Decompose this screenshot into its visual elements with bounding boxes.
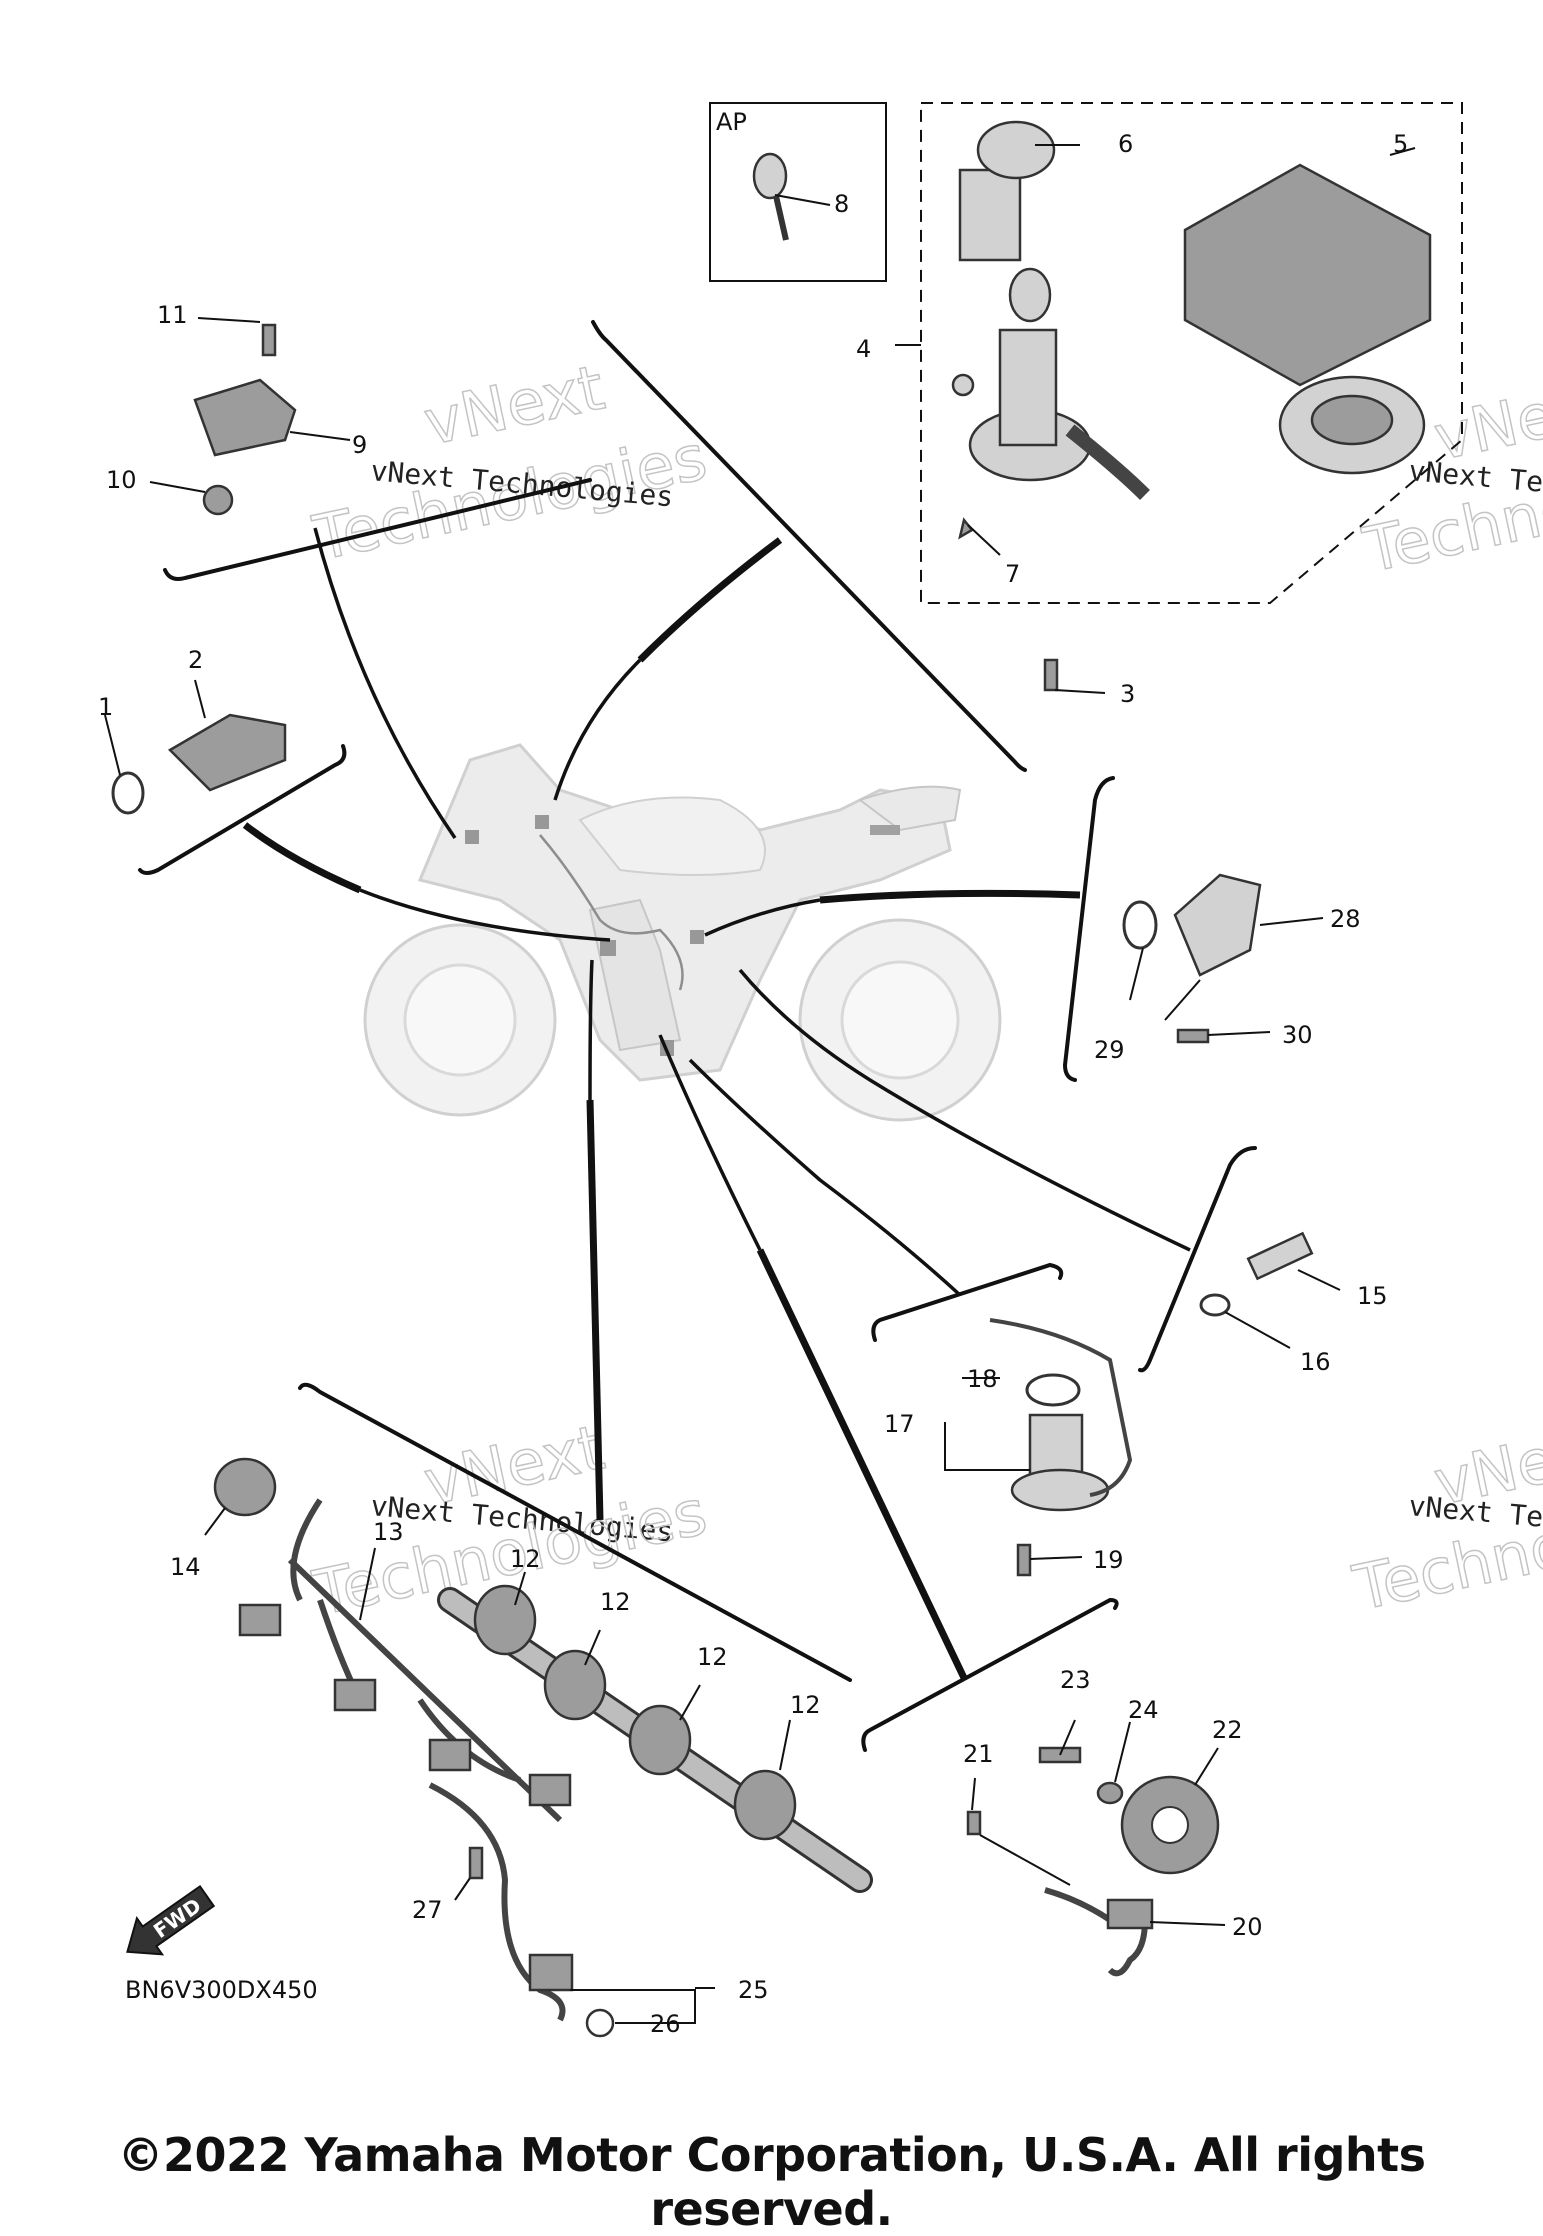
callout-line-crank-bold <box>756 1248 969 1682</box>
group-bracket-crank-sensor <box>861 1597 1119 1752</box>
key-blade-icon <box>773 195 789 241</box>
callout-28: 28 <box>1330 905 1361 933</box>
callout-line-ignition-bold <box>637 537 783 663</box>
callout-line-switch <box>359 888 611 942</box>
callout-6: 6 <box>1118 130 1133 158</box>
o-ring-icon <box>1199 1293 1231 1317</box>
watermark-brand: vNext <box>418 351 610 460</box>
group-bracket-speed-sensor <box>1138 1146 1257 1373</box>
group-bracket-ignition <box>591 320 1027 772</box>
callout-21: 21 <box>963 1740 994 1768</box>
callout-16: 16 <box>1300 1348 1331 1376</box>
callout-19: 19 <box>1093 1546 1124 1574</box>
crankshaft-sensor-icon <box>528 1953 574 1992</box>
callout-1: 1 <box>98 693 113 721</box>
ignition-coils-icon <box>437 1584 873 1893</box>
leader-lines <box>104 144 1416 2024</box>
ap-label: AP <box>716 108 747 136</box>
callout-22: 22 <box>1212 1716 1243 1744</box>
callout-12: 12 <box>510 1545 541 1573</box>
motorcycle-silhouette <box>363 743 1002 1122</box>
callout-20: 20 <box>1232 1913 1263 1941</box>
bolt-icon <box>261 323 277 357</box>
group-bracket-switch <box>138 744 347 875</box>
callout-8: 8 <box>834 190 849 218</box>
callout-12: 12 <box>697 1643 728 1671</box>
crank-sensor-lead-icon <box>428 1782 566 2022</box>
group-bracket-ignition-coils <box>298 1382 852 1682</box>
callout-17: 17 <box>884 1410 915 1438</box>
callout-line-o2-sensor <box>688 1058 962 1297</box>
o-ring-icon <box>1122 900 1158 950</box>
diagram-code: BN6V300DX450 <box>125 1976 318 2004</box>
callout-23: 23 <box>1060 1666 1091 1694</box>
ecu-icon <box>1183 163 1432 387</box>
speed-sensor-icon <box>1246 1231 1314 1281</box>
callout-3: 3 <box>1120 680 1135 708</box>
callout-9: 9 <box>352 431 367 459</box>
callout-4: 4 <box>856 335 871 363</box>
callout-7: 7 <box>1005 560 1020 588</box>
callout-line-coils-bold <box>586 1099 604 1521</box>
ignition-set-box <box>912 102 1463 604</box>
callout-25: 25 <box>738 1976 769 2004</box>
brake-switch-icon <box>167 713 287 792</box>
callout-27: 27 <box>412 1896 443 1924</box>
callout-26: 26 <box>650 2010 681 2038</box>
callout-15: 15 <box>1357 1282 1388 1310</box>
o-ring-icon <box>1025 1373 1081 1407</box>
callout-line-gear-sensor-bold <box>819 889 1081 904</box>
callout-lines <box>138 320 1257 1752</box>
callout-2: 2 <box>188 646 203 674</box>
fwd-arrow-icon: FWD <box>126 1884 216 1956</box>
callout-18: 18 <box>967 1365 998 1393</box>
callout-line-switch-bold <box>242 822 362 894</box>
watermark-sub: Techno <box>1347 1508 1543 1625</box>
grommet-icon <box>202 484 234 516</box>
callout-line-sensor <box>313 527 457 839</box>
callout-line-speed-sensor <box>738 968 1191 1252</box>
coupler-ring-icon <box>213 1457 277 1517</box>
parts <box>111 120 1432 2038</box>
copyright-notice: ©2022 Yamaha Motor Corporation, U.S.A. A… <box>117 2128 1426 2236</box>
callout-line-gear-sensor <box>704 898 821 937</box>
lock-cylinder-icon <box>958 168 1022 262</box>
pressure-sensor-icon <box>193 378 297 457</box>
callout-12: 12 <box>790 1691 821 1719</box>
callout-29: 29 <box>1094 1036 1125 1064</box>
callout-line-ignition <box>553 658 642 801</box>
sub-wire-harness-icon <box>287 1498 563 1823</box>
group-bracket-o2-sensor <box>871 1262 1064 1342</box>
bolt-icon <box>468 1846 484 1880</box>
parts-diagram: vNext Technologies vNext Technologies vN… <box>98 102 1543 2038</box>
callout-30: 30 <box>1282 1021 1313 1049</box>
group-bracket-sensor <box>163 478 592 581</box>
bolt-icon <box>1176 1028 1210 1044</box>
bolt-icon <box>1016 1543 1032 1577</box>
callout-line-crank <box>658 1034 762 1251</box>
callout-24: 24 <box>1128 1696 1159 1724</box>
pickup-coil-icon <box>1106 1898 1154 1930</box>
callout-10: 10 <box>106 466 137 494</box>
callout-12: 12 <box>600 1588 631 1616</box>
ap-box: AP <box>709 102 887 282</box>
bolt-icon <box>1043 658 1059 692</box>
screw-icon <box>966 1810 982 1836</box>
callout-11: 11 <box>157 301 188 329</box>
o-ring-icon <box>585 2008 615 2038</box>
key-head-icon <box>752 152 788 200</box>
callout-13: 13 <box>373 1518 404 1546</box>
group-bracket-gear-sensor <box>1062 776 1115 1082</box>
callout-line-coils <box>588 959 594 1101</box>
callout-14: 14 <box>170 1553 201 1581</box>
callout-5: 5 <box>1393 130 1408 158</box>
o-ring-icon <box>111 771 145 815</box>
screw-icon <box>958 517 974 540</box>
washer-icon <box>1096 1781 1124 1805</box>
callout-numbers: 1 2 3 4 5 6 7 8 9 10 11 12 12 12 12 13 1… <box>98 130 1408 2038</box>
gear-position-sensor-icon <box>1173 873 1262 977</box>
